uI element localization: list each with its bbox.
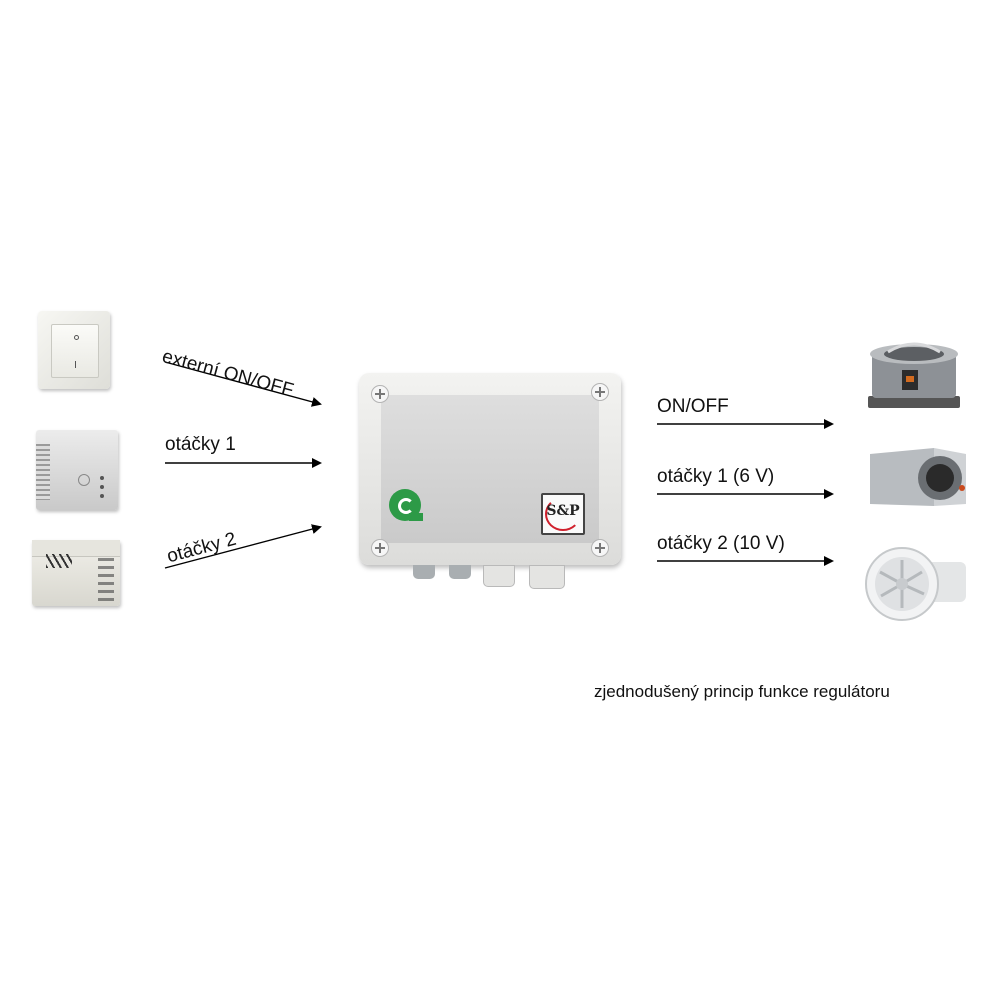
label-output-speed1: otáčky 1 (6 V) xyxy=(657,466,775,487)
timer-vent-marks xyxy=(46,554,72,568)
switch-rocker xyxy=(51,324,99,378)
sensor-grille xyxy=(36,444,50,500)
timer-module-image xyxy=(32,540,120,606)
diagram-caption: zjednodušený princip funkce regulátoru xyxy=(594,682,890,701)
label-output-speed2: otáčky 2 (10 V) xyxy=(657,533,785,554)
inline-duct-fan-image xyxy=(865,547,966,621)
label-input-speed1: otáčky 1 xyxy=(165,434,236,455)
screw-icon xyxy=(371,539,389,557)
arrow-input-speed2 xyxy=(164,524,322,569)
screw-icon xyxy=(591,539,609,557)
green-e-logo-icon xyxy=(389,489,423,521)
screw-icon xyxy=(371,385,389,403)
room-sensor-image xyxy=(36,430,118,510)
cable-gland xyxy=(413,565,435,579)
label-output-on-off: ON/OFF xyxy=(657,396,729,417)
cable-gland xyxy=(449,565,471,579)
wall-switch-image xyxy=(38,311,110,389)
cable-gland xyxy=(529,565,565,589)
arrow-input-on-off xyxy=(164,361,322,407)
controller-box-image: S&P xyxy=(359,373,621,589)
sp-logo: S&P xyxy=(541,493,585,535)
box-fan-image xyxy=(870,448,966,506)
screw-icon xyxy=(591,383,609,401)
sensor-knob xyxy=(78,474,90,486)
cable-gland xyxy=(483,565,515,587)
roof-fan-image xyxy=(868,342,960,408)
